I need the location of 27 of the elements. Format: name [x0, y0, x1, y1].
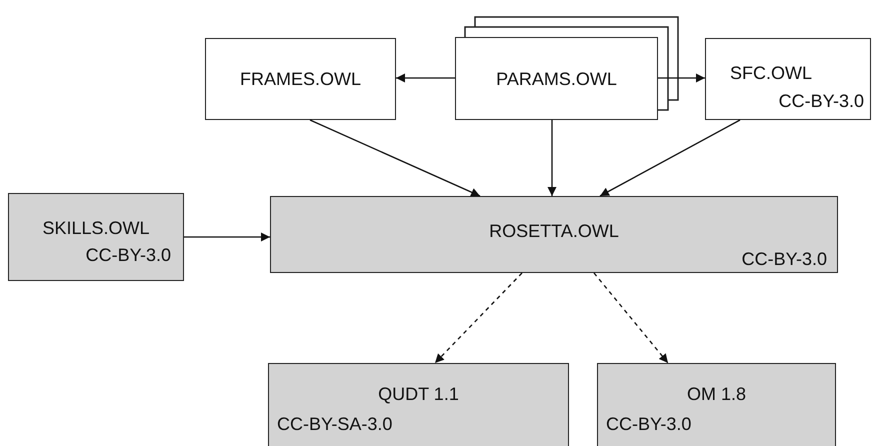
- arrow: [396, 74, 455, 82]
- arrow: [548, 120, 556, 196]
- ontology-box: [705, 38, 871, 120]
- ontology-name: SKILLS.OWL: [41, 218, 151, 239]
- ontology-box: [270, 196, 838, 273]
- dashed-arrow: [434, 272, 522, 364]
- ontology-name: ROSETTA.OWL: [488, 221, 620, 242]
- ontology-name: OM 1.8: [686, 384, 748, 405]
- ontology-box: [8, 193, 184, 281]
- ontology-name: SFC.OWL: [730, 63, 812, 84]
- arrow: [184, 232, 270, 242]
- license-label: CC-BY-3.0: [606, 414, 692, 435]
- ontology-name: FRAMES.OWL: [238, 69, 362, 90]
- ontology-box: [597, 363, 836, 446]
- ontology-name: QUDT 1.1: [377, 384, 460, 405]
- ontology-name: PARAMS.OWL: [495, 69, 618, 90]
- arrow: [600, 119, 740, 197]
- license-label: CC-BY-3.0: [778, 91, 864, 112]
- license-label: CC-BY-3.0: [742, 249, 827, 270]
- arrow: [658, 74, 705, 82]
- ontology-box: [455, 37, 658, 120]
- ontology-box: [205, 38, 396, 120]
- license-label: CC-BY-SA-3.0: [277, 414, 392, 435]
- license-label: CC-BY-3.0: [86, 245, 171, 266]
- ontology-box: [268, 363, 569, 446]
- dashed-arrow: [594, 272, 668, 364]
- arrow: [310, 119, 480, 197]
